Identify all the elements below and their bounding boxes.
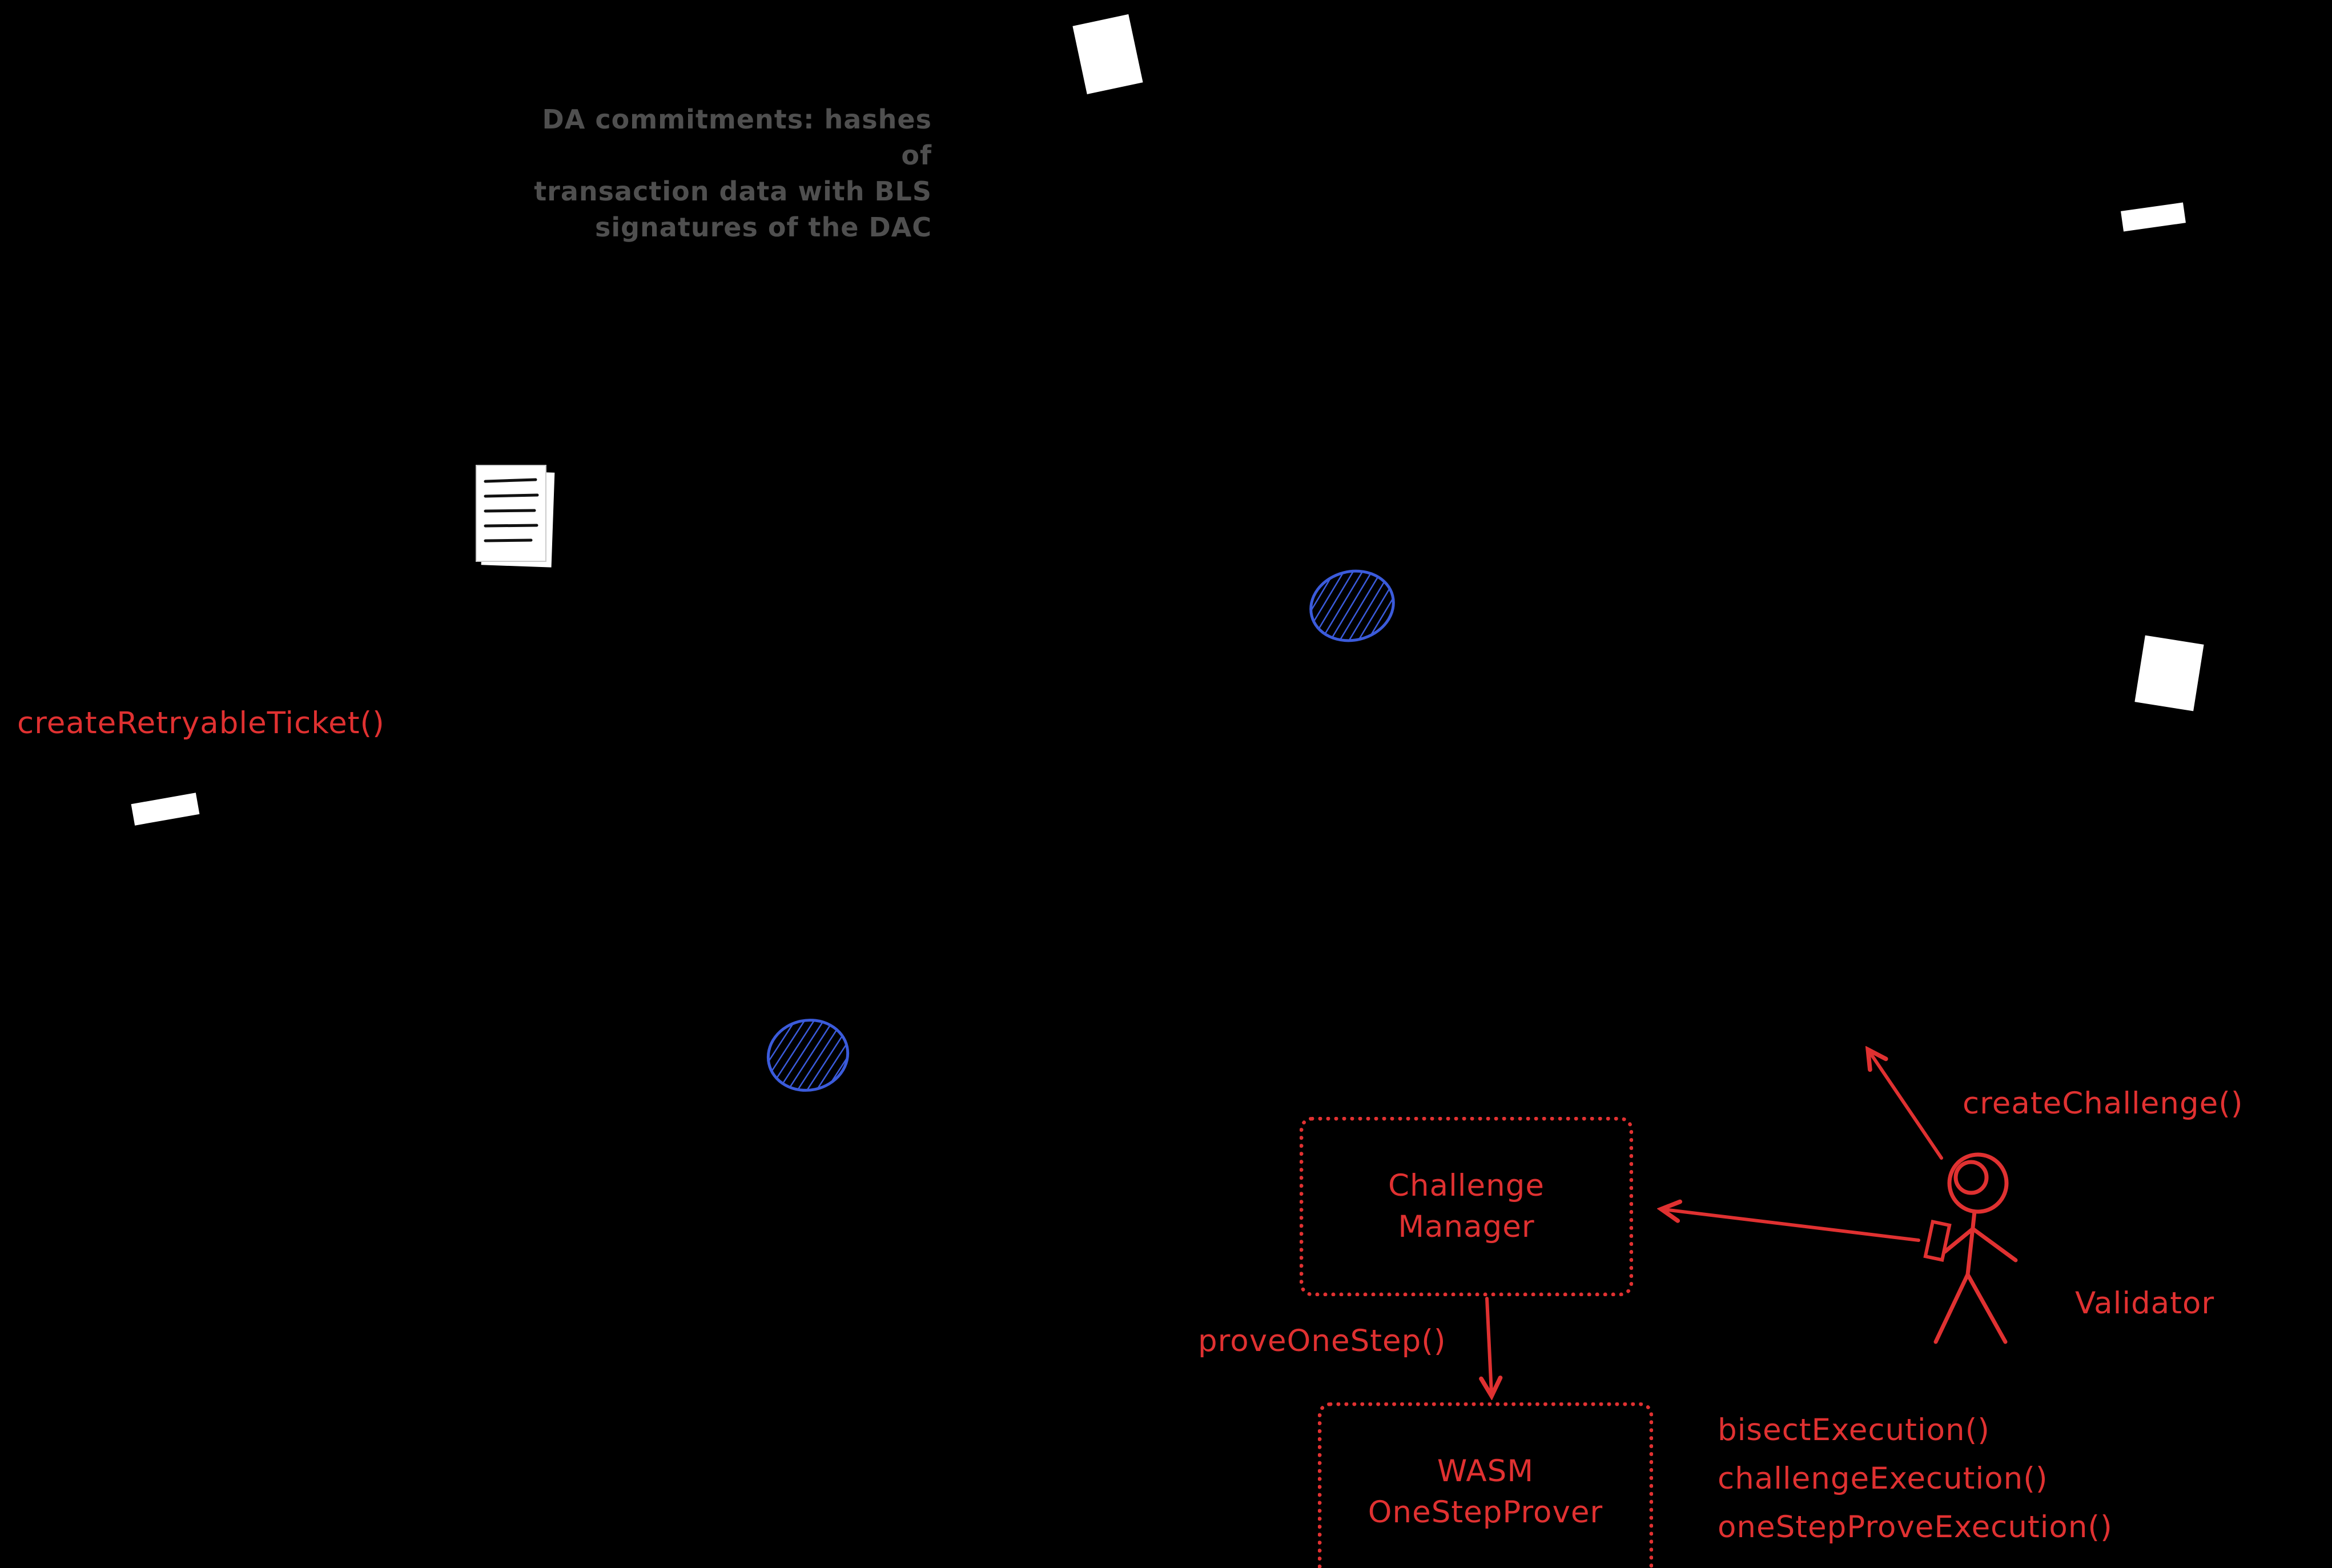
validator-label: Validator: [2075, 1286, 2215, 1321]
rotated-rect-icon: [2134, 635, 2204, 711]
validator-function-list: bisectExecution() challengeExecution() o…: [1718, 1406, 2113, 1551]
da-note-line: DA commitments: hashes of: [542, 104, 932, 171]
function-list-item: oneStepProveExecution(): [1718, 1510, 2113, 1545]
wasm-one-step-prover-box: WASM OneStepProver: [1318, 1402, 1653, 1568]
function-list-item: bisectExecution(): [1718, 1413, 1990, 1448]
hatched-coin-icon: [1309, 569, 1395, 642]
rotated-rect-icon: [1072, 14, 1143, 95]
da-note-line: signatures of the DAC: [594, 212, 932, 243]
create-retryable-ticket-label: createRetryableTicket(): [17, 706, 385, 741]
prove-one-step-arrow: [1487, 1297, 1491, 1393]
da-note-line: transaction data with BLS: [534, 176, 932, 207]
rotated-rect-icon: [131, 793, 200, 826]
prove-one-step-label: proveOneStep(): [1198, 1324, 1446, 1358]
hatched-coin-icon: [766, 1019, 850, 1092]
create-challenge-label: createChallenge(): [1963, 1086, 2243, 1121]
create-challenge-arrow: [1869, 1052, 1943, 1160]
function-list-item: challengeExecution(): [1718, 1461, 2048, 1496]
wasm-prover-label-line: WASM: [1437, 1454, 1534, 1489]
wasm-prover-label-line: OneStepProver: [1368, 1495, 1603, 1530]
challenge-manager-label-line: Manager: [1398, 1209, 1535, 1244]
stick-figure-icon: [1923, 1152, 2018, 1344]
challenge-manager-label-line: Challenge: [1388, 1168, 1545, 1203]
rotated-rect-icon: [2121, 202, 2186, 232]
document-icon: [476, 465, 555, 568]
da-commitments-note: DA commitments: hashes of transaction da…: [525, 102, 932, 246]
validator-to-challenge-manager-arrow: [1664, 1209, 1920, 1242]
challenge-manager-box: Challenge Manager: [1300, 1117, 1633, 1296]
